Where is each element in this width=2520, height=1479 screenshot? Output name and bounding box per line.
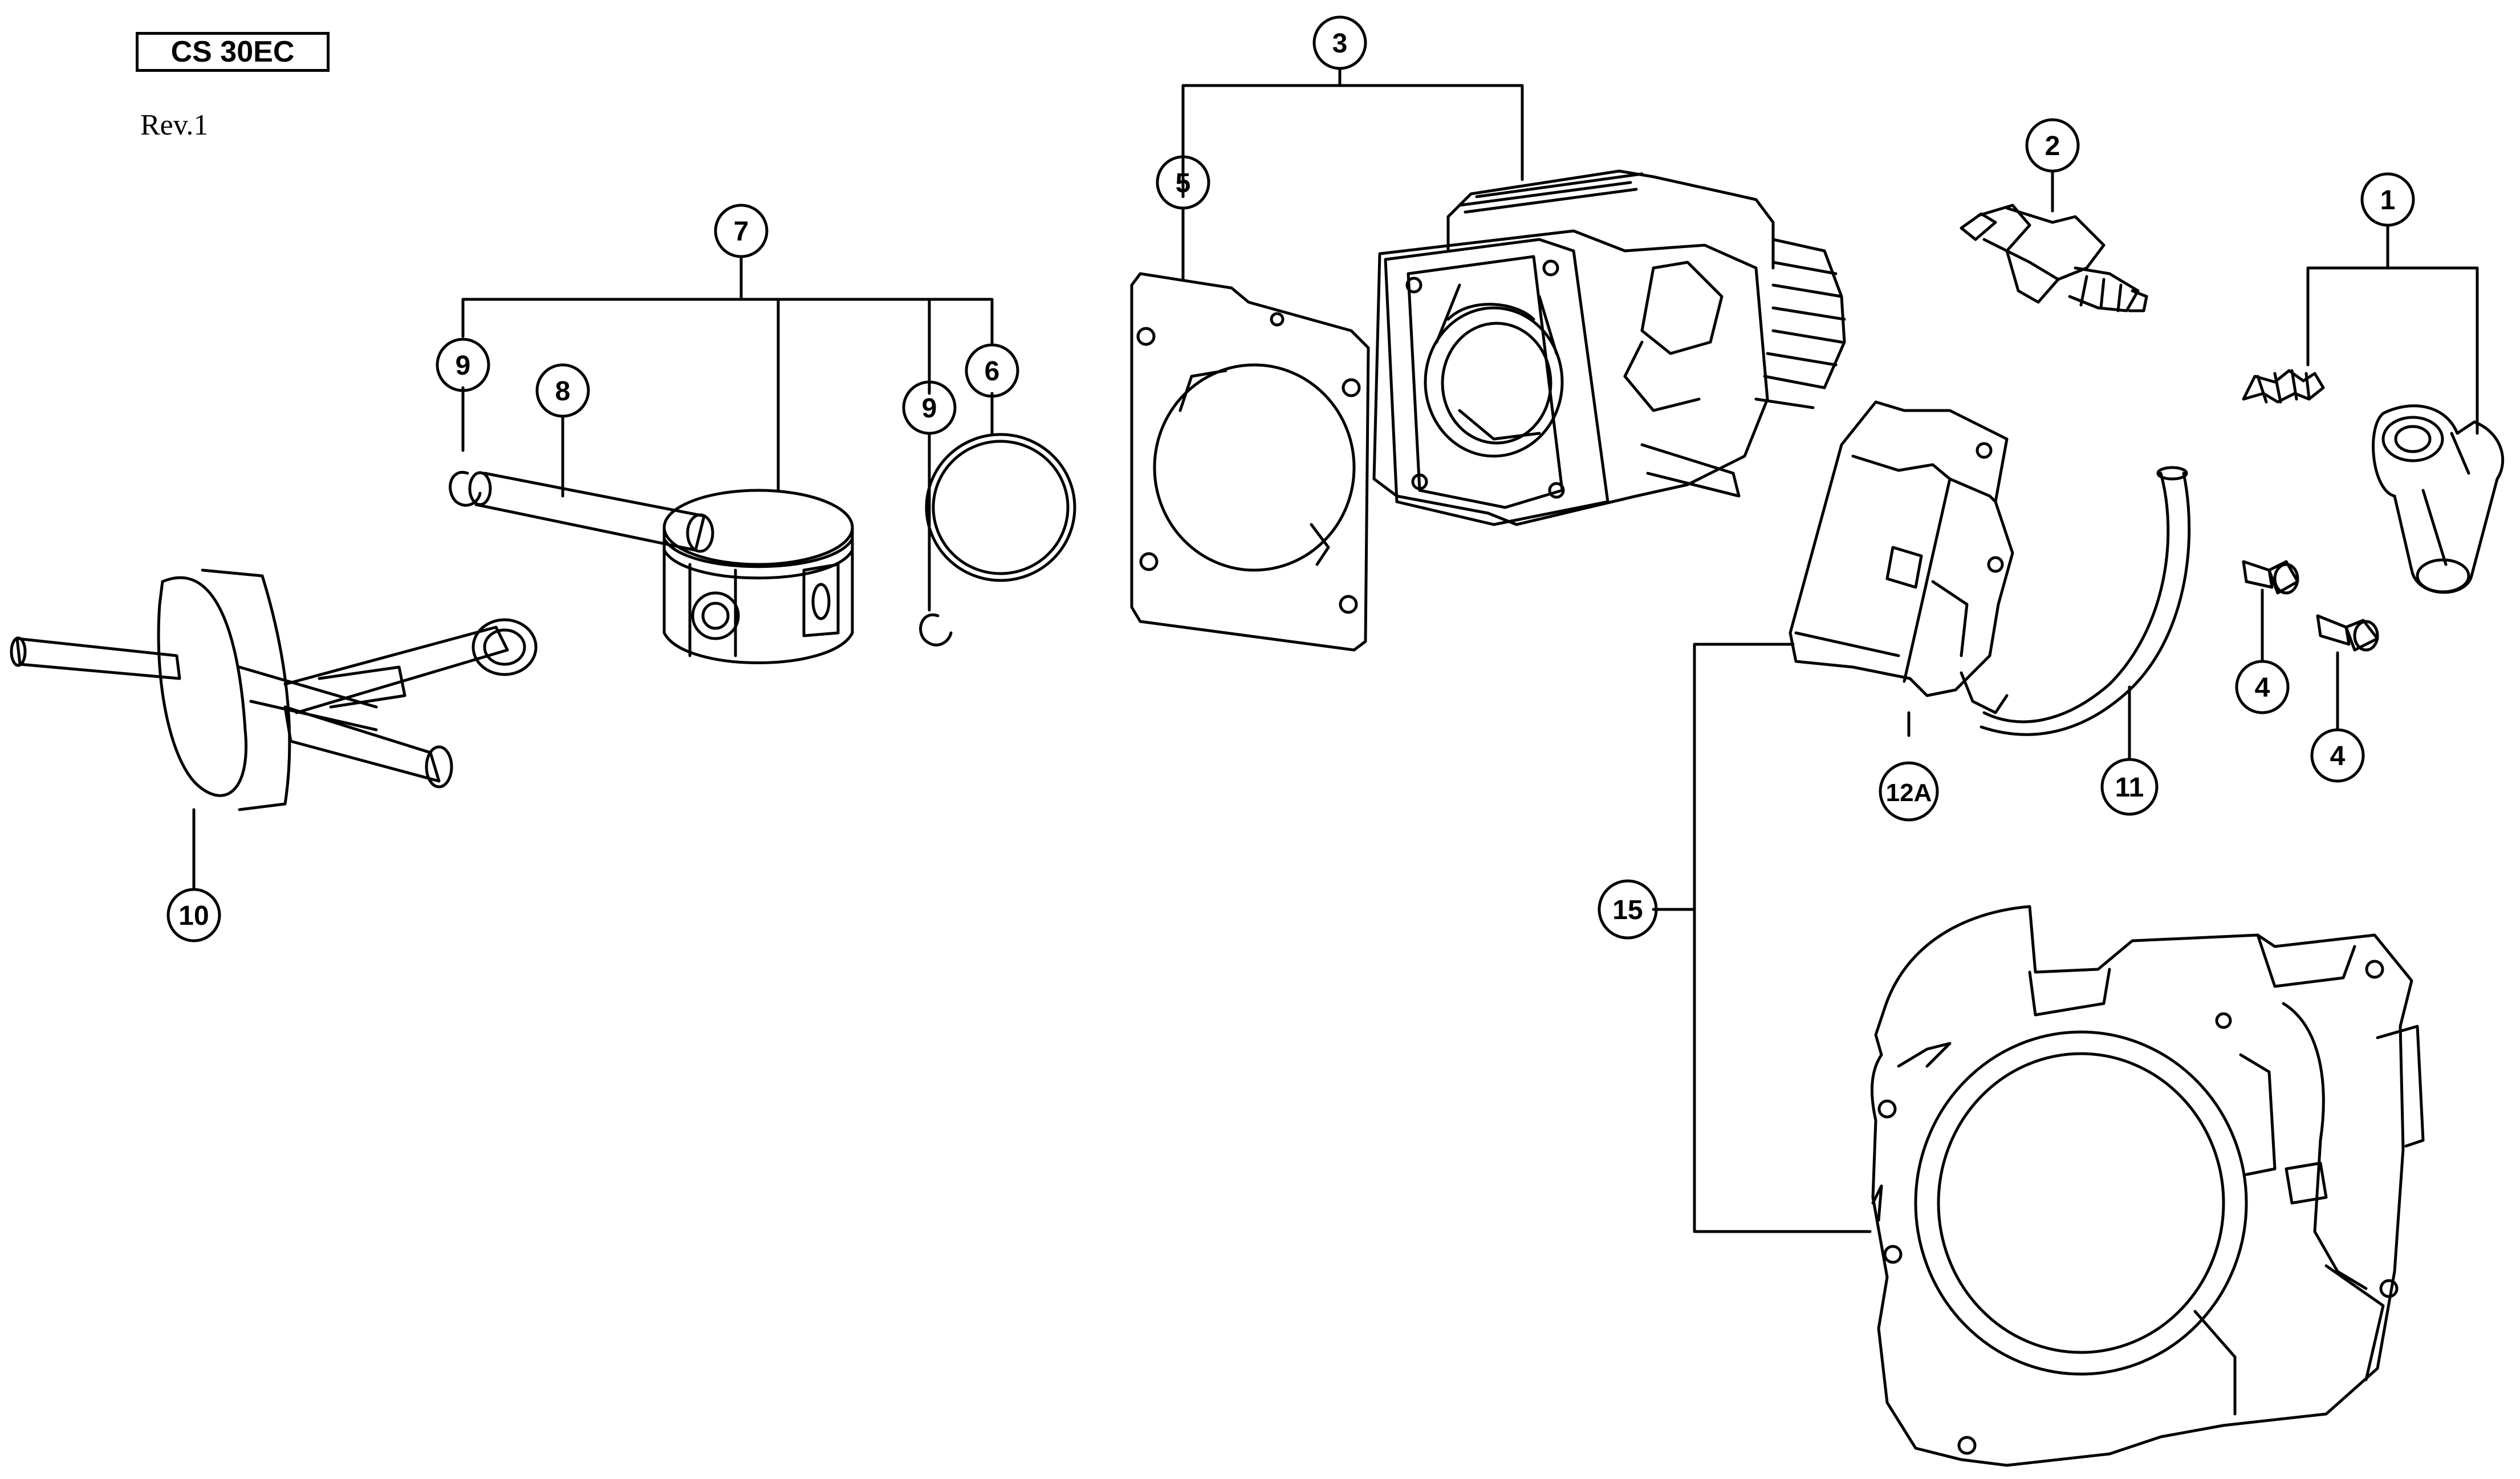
callout-6: 6 <box>965 343 1019 398</box>
piston-ring-icon <box>925 433 1076 582</box>
callout-12a: 12A <box>1879 761 1939 822</box>
callout-4b: 4 <box>2310 728 2365 783</box>
ignition-coil-icon <box>1789 400 2014 714</box>
callout-8-label: 8 <box>555 376 571 407</box>
gasket-icon <box>1130 272 1370 652</box>
plug-wire-icon <box>1980 466 2191 736</box>
callout-3-label: 3 <box>1332 29 1348 59</box>
piston-icon <box>662 489 854 664</box>
bolt-icon <box>2242 560 2379 652</box>
callout-1: 1 <box>2360 172 2415 227</box>
callout-11-label: 11 <box>2115 773 2144 803</box>
piston-pin-icon <box>468 471 714 553</box>
callout-5-label: 5 <box>1176 168 1191 198</box>
spark-plug-icon <box>1960 204 2148 312</box>
revision-label: Rev.1 <box>140 109 209 141</box>
callout-9b-label: 9 <box>922 393 937 424</box>
callout-7: 7 <box>714 204 769 258</box>
callout-8: 8 <box>535 363 590 418</box>
crankcase-icon <box>1870 905 2425 1467</box>
callout-2: 2 <box>2025 118 2080 173</box>
callout-9a: 9 <box>436 338 490 392</box>
callout-10-label: 10 <box>178 901 209 931</box>
callout-12a-label: 12A <box>1886 779 1932 807</box>
callout-15: 15 <box>1598 879 1658 940</box>
callout-6-label: 6 <box>985 356 1000 387</box>
callout-4b-label: 4 <box>2330 741 2346 771</box>
leader-lines <box>192 67 2479 1233</box>
callout-9b: 9 <box>902 380 957 435</box>
model-label: CS 30EC <box>136 32 330 72</box>
callout-4a-label: 4 <box>2255 673 2270 703</box>
callout-4a: 4 <box>2235 660 2290 714</box>
callout-7-label: 7 <box>734 217 749 247</box>
crankshaft-icon <box>10 568 538 811</box>
callout-3: 3 <box>1312 15 1367 70</box>
callout-11: 11 <box>2100 758 2159 816</box>
circlip-icon <box>449 470 953 647</box>
callout-10: 10 <box>166 888 221 942</box>
callout-9a-label: 9 <box>456 351 471 381</box>
cylinder-icon <box>1372 169 1846 526</box>
callout-5: 5 <box>1156 155 1210 210</box>
boot-and-spring-icon <box>2242 369 2505 594</box>
callout-15-label: 15 <box>1612 895 1643 925</box>
callout-1-label: 1 <box>2380 185 2396 216</box>
callout-2-label: 2 <box>2045 131 2060 161</box>
